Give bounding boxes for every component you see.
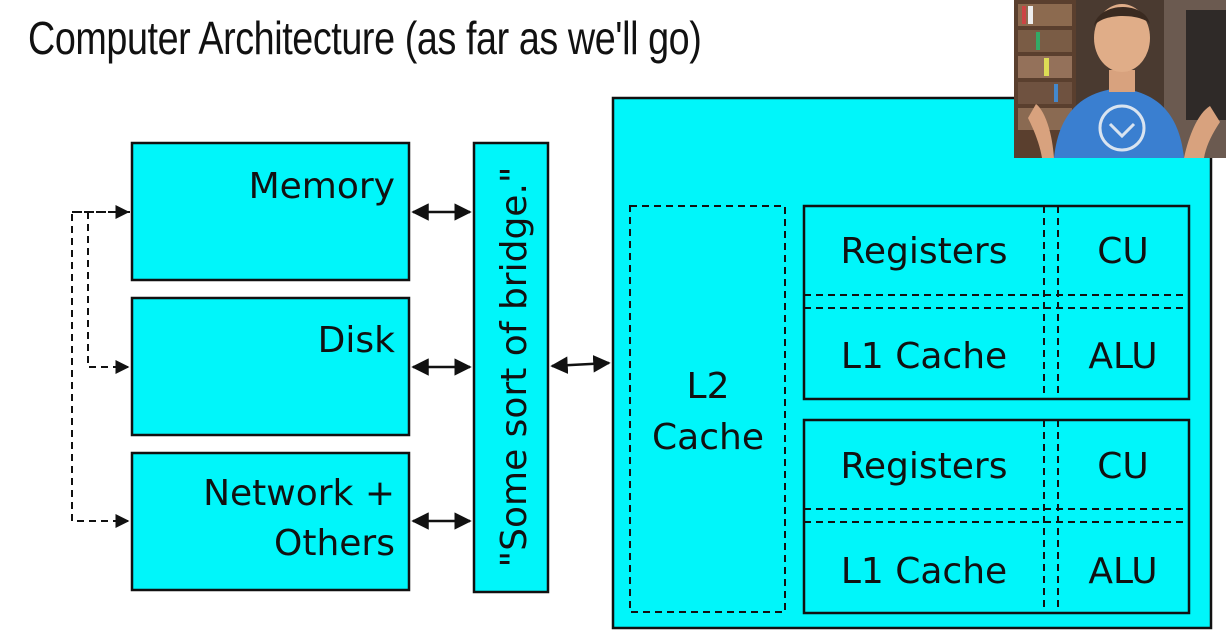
core1-l1-cache-label: L1 Cache [841, 336, 1007, 377]
presenter-image [1014, 0, 1226, 158]
presenter-webcam [1014, 0, 1226, 158]
core1-registers-label: Registers [841, 231, 1008, 272]
slide-title: Computer Architecture (as far as we'll g… [28, 12, 702, 64]
core2-l1-cache-label: L1 Cache [841, 551, 1007, 592]
core2-alu-label: ALU [1088, 551, 1157, 592]
network-box: Network + Others [130, 451, 411, 592]
network-label-line2: Others [274, 523, 395, 564]
core-2: Registers CU L1 Cache ALU [802, 418, 1191, 615]
core-1: Registers CU L1 Cache ALU [802, 204, 1191, 401]
core1-alu-label: ALU [1088, 336, 1157, 377]
disk-label: Disk [318, 320, 395, 361]
cpu-box [611, 96, 1213, 630]
bus-arrows [411, 203, 611, 530]
bridge-label: "Some sort of bridge." [494, 167, 535, 568]
core2-cu-label: CU [1097, 446, 1149, 487]
l2-label-line2: Cache [652, 417, 764, 458]
memory-label: Memory [249, 166, 395, 207]
bridge-cpu-arrow [550, 355, 611, 374]
core1-cu-label: CU [1097, 231, 1149, 272]
dma-dashed-connectors [71, 205, 130, 528]
disk-box: Disk [130, 296, 411, 437]
core2-registers-label: Registers [841, 446, 1008, 487]
memory-box: Memory [130, 141, 411, 282]
bridge-box: "Some sort of bridge." [472, 141, 550, 594]
network-label-line1: Network + [203, 473, 395, 514]
l2-cache-box: L2 Cache [629, 205, 786, 613]
l2-label-line1: L2 [687, 366, 730, 407]
